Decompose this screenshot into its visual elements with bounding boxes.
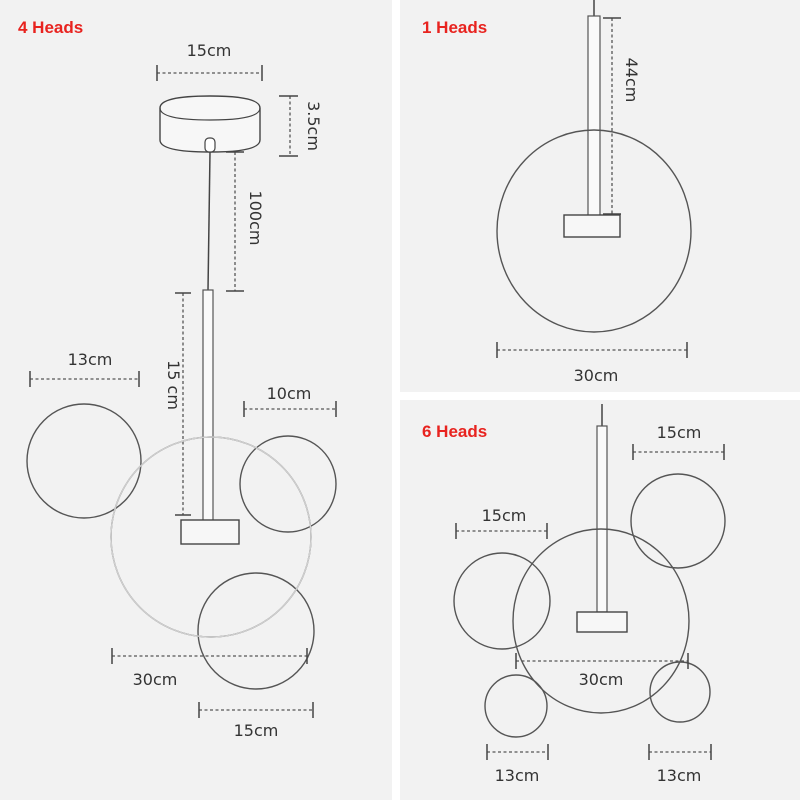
panel-title: 4 Heads — [18, 18, 84, 37]
cable-length-label: 100cm — [246, 191, 265, 246]
bottom-left-ball-label: 13cm — [495, 766, 540, 785]
suspension-cable — [207, 151, 211, 291]
panel-title: 6 Heads — [422, 422, 488, 441]
ceiling-canopy — [159, 95, 261, 153]
four-heads-diagram: 15cm 3.5cm 100cm 15 cm 13cm — [26, 41, 337, 740]
top-right-glass-ball — [630, 473, 726, 569]
lamp-holder — [563, 214, 621, 238]
center-rod — [202, 289, 214, 523]
lamp-holder — [180, 519, 240, 545]
canopy-width-label: 15cm — [187, 41, 232, 60]
left-ball-label: 13cm — [68, 350, 113, 369]
panel-6-heads: 6 Heads 15cm 15cm 30cm 13cm — [400, 400, 800, 800]
left-ball-label: 15cm — [482, 506, 527, 525]
ball-width-label: 30cm — [574, 366, 619, 385]
panel-4-heads: 4 Heads 15cm 3.5cm 100cm 15 cm — [0, 0, 392, 800]
rod-length-label: 15 cm — [164, 360, 183, 410]
bottom-right-glass-ball — [649, 661, 711, 723]
bottom-right-ball-label: 13cm — [657, 766, 702, 785]
canopy-height-label: 3.5cm — [304, 101, 323, 151]
left-glass-ball — [26, 403, 142, 519]
rod-length-label: 44cm — [622, 58, 641, 103]
one-head-diagram: 44cm 30cm — [496, 0, 692, 385]
panel-title: 1 Heads — [422, 18, 488, 37]
center-rod — [587, 15, 601, 217]
lamp-holder — [576, 611, 628, 633]
glass-ball — [496, 129, 692, 333]
main-ball-label: 30cm — [579, 670, 624, 689]
top-right-ball-label: 15cm — [657, 423, 702, 442]
main-ball-label: 30cm — [133, 670, 178, 689]
right-ball-label: 10cm — [267, 384, 312, 403]
center-rod — [596, 425, 608, 613]
six-heads-diagram: 15cm 15cm 30cm 13cm 13cm — [453, 404, 726, 785]
main-glass-ball — [512, 528, 690, 714]
panel-1-heads: 1 Heads 44cm 30cm — [400, 0, 800, 392]
left-glass-ball — [453, 552, 551, 650]
right-glass-ball — [239, 435, 337, 533]
bottom-glass-ball — [197, 572, 315, 690]
bottom-left-glass-ball — [484, 674, 548, 738]
bottom-ball-label: 15cm — [234, 721, 279, 740]
